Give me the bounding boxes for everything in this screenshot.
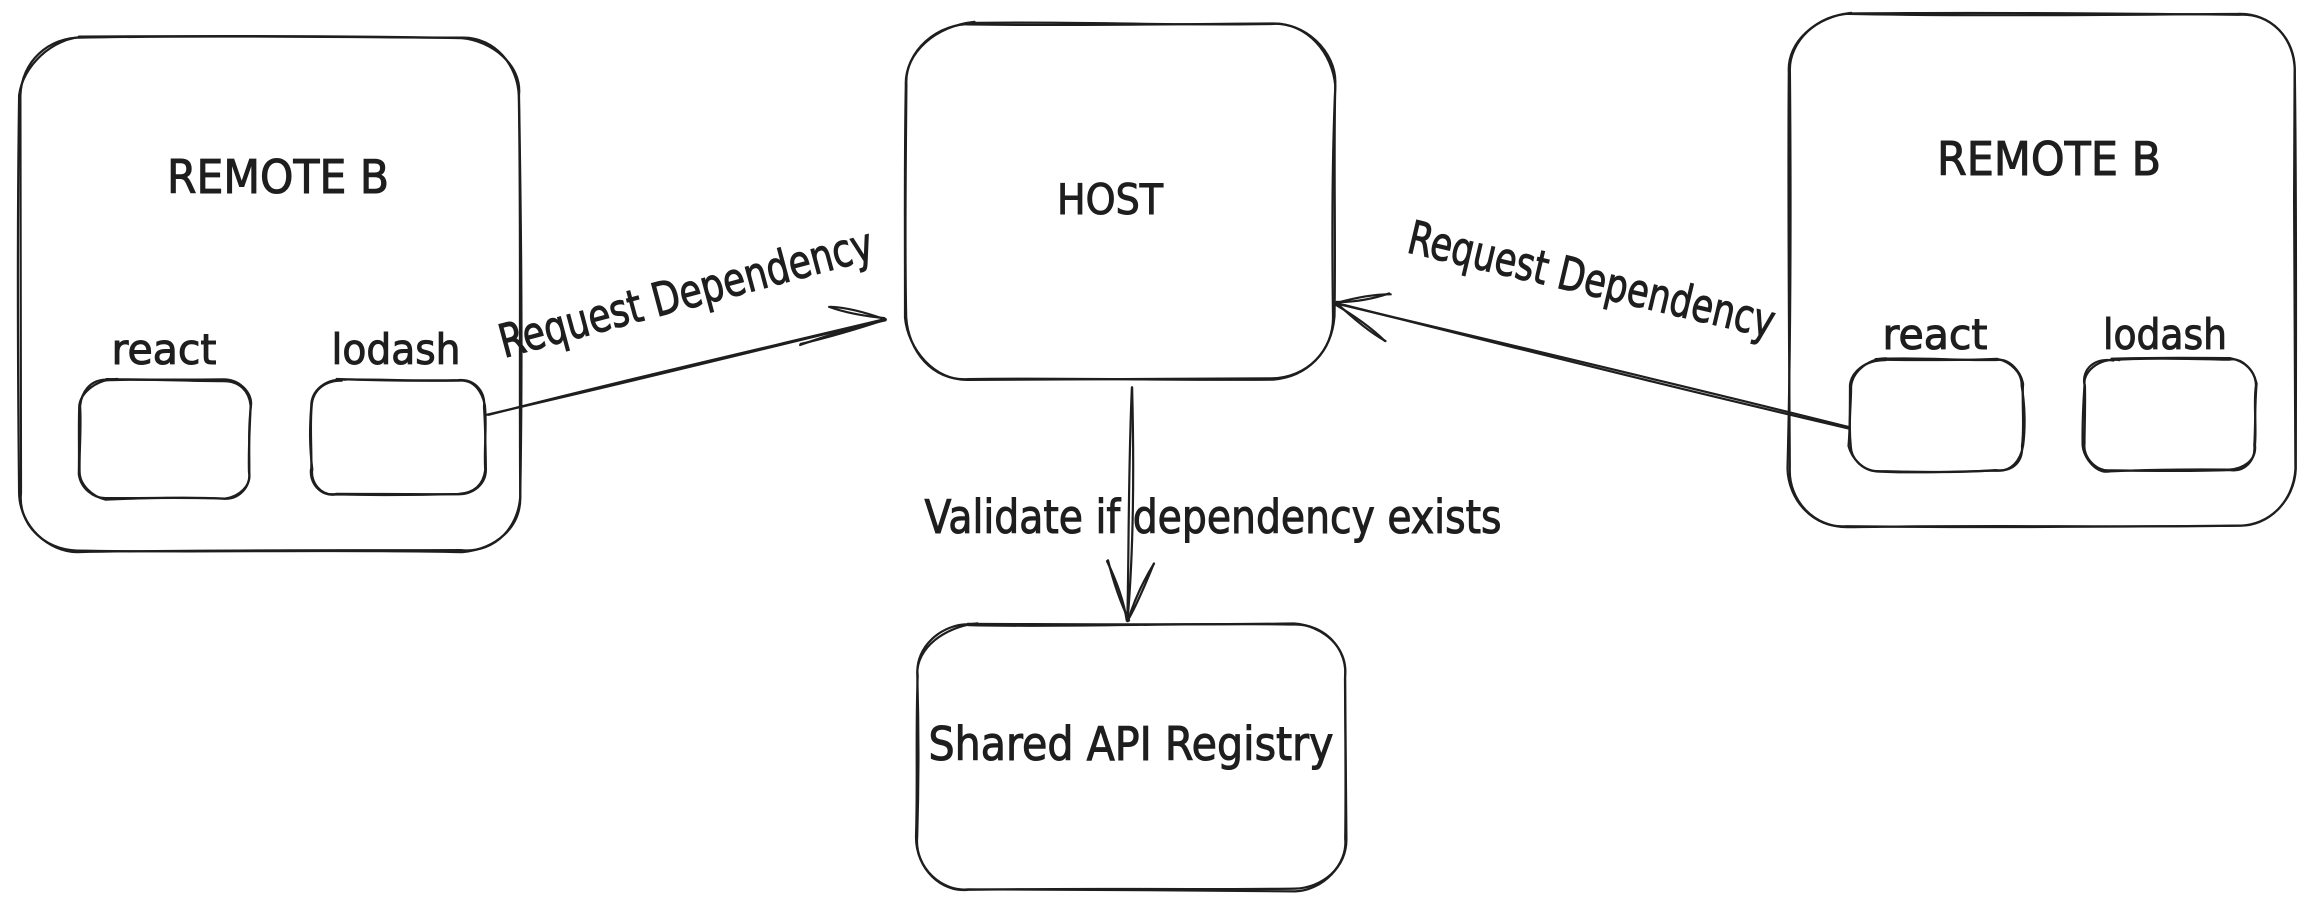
node-remote-left-react: react <box>77 324 253 501</box>
request-right-arrow-stroke <box>1335 301 1387 343</box>
node-remote-left-react-label: react <box>112 325 217 374</box>
node-host: HOST <box>903 20 1337 382</box>
request-left-arrow-stroke <box>829 305 887 321</box>
remote-left-box-stroke <box>19 35 522 554</box>
remote-right-react-box-stroke <box>1847 357 2025 474</box>
remote-right-lodash-box-stroke <box>2083 357 2258 473</box>
node-remote-right-lodash-label: lodash <box>2103 310 2227 359</box>
edge-validate: Validate if dependency exists <box>924 386 1502 623</box>
request-left-arrow-stroke <box>799 319 887 347</box>
validate-arrow-stroke <box>1126 386 1133 622</box>
node-registry: Shared API Registry <box>914 622 1348 893</box>
request-left-arrow-stroke <box>485 318 887 416</box>
node-remote-left-lodash: lodash <box>308 324 488 497</box>
registry-box-stroke <box>916 622 1347 893</box>
validate-arrow-stroke <box>1126 386 1135 622</box>
request-right-arrow-stroke <box>1335 292 1391 304</box>
node-remote-right-react: react <box>1847 309 2026 474</box>
node-remote-left-lodash-label: lodash <box>332 325 461 374</box>
node-remote-right-lodash: lodash <box>2081 309 2258 473</box>
node-remote-right: REMOTE B <box>1786 11 2298 529</box>
request-right-arrow-stroke <box>1334 302 1851 429</box>
node-remote-right-react-label: react <box>1883 310 1988 359</box>
validate-arrow-stroke <box>1127 562 1155 620</box>
node-remote-left-label: REMOTE B <box>167 150 389 204</box>
remote-left-react-box-stroke <box>78 378 252 501</box>
node-host-label: HOST <box>1057 175 1163 224</box>
node-remote-left: REMOTE B <box>16 34 523 554</box>
node-remote-right-label: REMOTE B <box>1937 132 2161 186</box>
node-registry-label: Shared API Registry <box>929 717 1334 771</box>
validate-arrow-stroke <box>1105 560 1128 622</box>
remote-left-lodash-box-stroke <box>309 377 487 497</box>
remote-right-box-stroke <box>1786 12 2297 529</box>
edge-validate-label: Validate if dependency exists <box>925 490 1502 544</box>
host-box-stroke <box>904 21 1337 381</box>
